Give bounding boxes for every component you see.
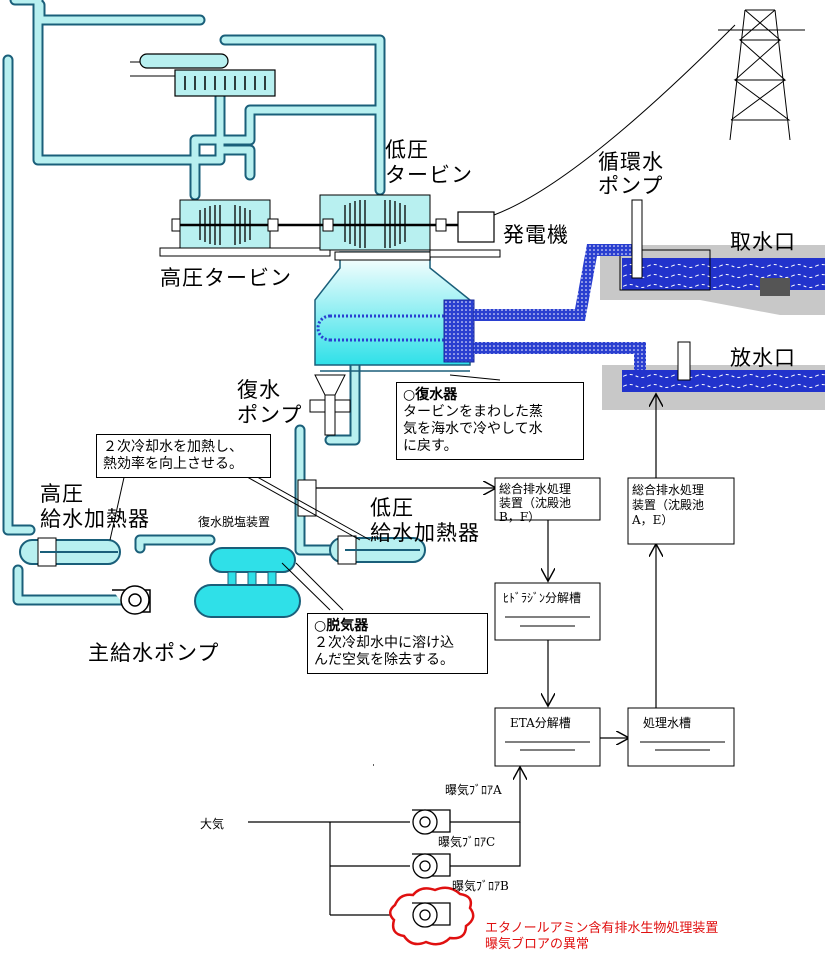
hydrazine-tank-label: ﾋﾄﾞﾗｼﾞﾝ分解槽 [503, 591, 582, 605]
blower-b-label: 曝気ﾌﾞﾛｱB [452, 879, 509, 893]
eta-tank [494, 707, 601, 767]
deaerator-note-line-2: んだ空気を除去する。 [314, 652, 454, 668]
tank-unit-bf [494, 477, 601, 521]
unit-ae-label-1: 総合排水処理 [632, 483, 705, 497]
cond-pump-label-2: ポンプ [237, 403, 303, 427]
treated-tank [627, 707, 735, 767]
lp-heater-label-2: 給水加熱器 [370, 521, 480, 545]
blower-c [412, 853, 451, 879]
lp-heater [329, 535, 426, 565]
hp-turbine-label: 高圧タービン [160, 266, 292, 290]
unit-ae-label-2: 装置（沈殿池 [632, 498, 705, 512]
anomaly-label-1: エタノールアミン含有排水生物処理装置 [485, 921, 719, 936]
steam-pipes [2, 0, 386, 606]
circ-pump-label-2: ポンプ [598, 174, 664, 198]
condenser-note-line-3: に戻す。 [403, 438, 458, 454]
shaft [171, 211, 501, 258]
anomaly-label: エタノールアミン含有排水生物処理装置 曝気ブロアの異常 [485, 921, 718, 953]
condensate-pump [309, 374, 351, 436]
main-feed-pump-symbol [112, 585, 151, 615]
blower-b [389, 886, 475, 946]
deaerator-note-line-1: ２次冷却水中に溶け込 [314, 635, 454, 651]
lp-heater-label: 低圧 給水加熱器 [370, 496, 480, 546]
circ-pump-label-1: 循環水 [598, 150, 664, 174]
unit-ae-label: 総合排水処理 装置（沈殿池 A，E） [632, 483, 704, 528]
unit-bf-label: 総合排水処理 装置（沈殿池 B，F） [499, 482, 571, 524]
deaerator-note-title: ○脱気器 [314, 618, 369, 634]
anomaly-label-2: 曝気ブロアの異常 [485, 937, 590, 952]
generator-label: 発電機 [503, 223, 569, 247]
eta-tank-label: ETA分解槽 [510, 716, 571, 730]
lp-turbine-label-1: 低圧 [385, 138, 429, 162]
condenser-note-title: ○復水器 [403, 387, 458, 403]
seawater-pipes [474, 199, 691, 381]
hp-heater-label-1: 高圧 [40, 482, 84, 506]
blower-a [412, 809, 451, 835]
lp-heater-label-1: 低圧 [370, 496, 414, 520]
treatment-tanks [494, 477, 735, 767]
hydrazine-tank [494, 582, 601, 641]
intake-label: 取水口 [730, 230, 796, 254]
unit-bf-label-3: B，F） [499, 510, 541, 524]
treated-tank-label: 処理水槽 [643, 716, 692, 730]
moisture-separator [130, 53, 276, 97]
lp-turbine-label-2: タービン [385, 163, 473, 187]
heater-note-line-1: ２次冷却水を加熱し、 [103, 439, 243, 455]
air-label: 大気 [200, 817, 225, 831]
hp-heater-label-2: 給水加熱器 [40, 507, 150, 531]
cond-pump-label-1: 復水 [237, 378, 281, 402]
heater-note-line-2: 熱効率を向上させる。 [103, 456, 243, 472]
deaerator [194, 547, 301, 618]
heaters [19, 535, 426, 618]
unit-bf-label-2: 装置（沈殿池 [499, 496, 572, 510]
hp-heater-label: 高圧 給水加熱器 [40, 482, 150, 532]
tank-unit-ae [627, 477, 735, 545]
condenser-note-line-2: 気を海水で冷やして水 [403, 421, 543, 437]
condenser-note-line-1: タービンをまわした蒸 [403, 404, 543, 420]
main-feed-pump-label: 主給水ポンプ [88, 641, 220, 665]
treatment-flow [248, 395, 656, 916]
lp-turbine-label: 低圧 タービン [385, 138, 473, 188]
blower-c-label: 曝気ﾌﾞﾛｱC [438, 835, 496, 849]
blower-a-label: 曝気ﾌﾞﾛｱA [445, 783, 502, 797]
heater-note: ２次冷却水を加熱し、 熱効率を向上させる。 [96, 434, 271, 478]
circ-pump-label: 循環水 ポンプ [598, 150, 664, 198]
condenser [314, 194, 475, 372]
outfall-label: 放水口 [730, 346, 796, 370]
demineralizer-label: 復水脱塩装置 [198, 515, 271, 529]
unit-bf-label-1: 総合排水処理 [499, 482, 572, 496]
seawater-area [600, 245, 825, 410]
unit-ae-label-3: A，E） [632, 513, 674, 527]
transmission [493, 9, 805, 216]
deaerator-note: ○脱気器 ２次冷却水中に溶け込 んだ空気を除去する。 [307, 613, 488, 674]
condenser-note: ○復水器 タービンをまわした蒸 気を海水で冷やして水 に戻す。 [396, 382, 584, 460]
hp-turbine [159, 199, 331, 257]
cond-pump-label: 復水 ポンプ [237, 378, 302, 428]
hp-heater [19, 537, 121, 567]
